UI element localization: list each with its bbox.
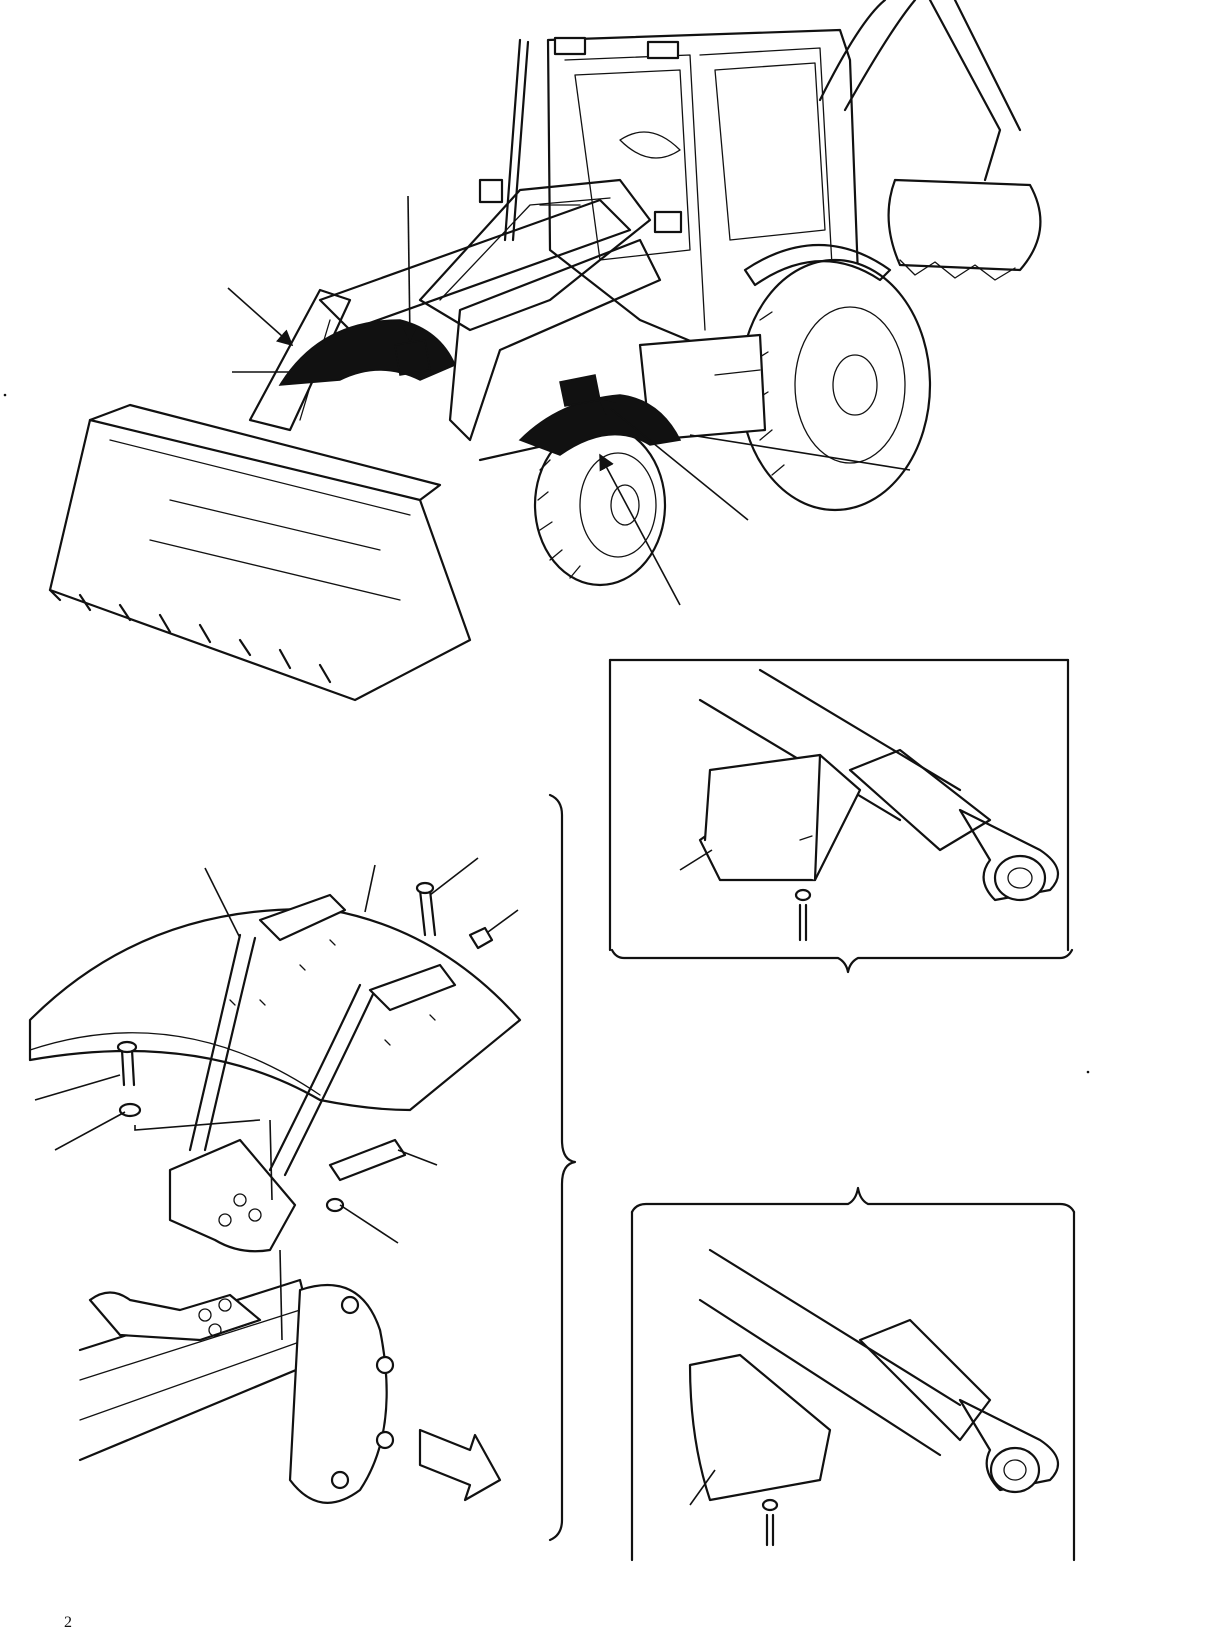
direction-arrow-icon bbox=[418, 1428, 502, 1502]
cylinder-guard-highlight bbox=[394, 339, 431, 376]
fasteners bbox=[116, 881, 494, 1213]
axle-hub bbox=[78, 1278, 395, 1504]
cylinder-guard-highlight-right bbox=[559, 374, 601, 407]
steering-wheel-icon bbox=[619, 131, 681, 159]
front-fender-highlight bbox=[278, 319, 456, 386]
rear-cylinder-guard-view bbox=[630, 1186, 1076, 1562]
brace-bottom bbox=[610, 948, 1074, 974]
brace-left bbox=[548, 793, 577, 1542]
rear-bucket bbox=[887, 178, 1042, 272]
steering-arm bbox=[88, 1291, 262, 1342]
work-light-icon bbox=[646, 40, 680, 60]
bolt-icon bbox=[798, 903, 808, 942]
leader-lines bbox=[34, 857, 519, 1341]
highlighted-parts bbox=[278, 319, 682, 456]
fender-assembly bbox=[28, 793, 577, 1542]
brace-top bbox=[630, 1186, 1076, 1214]
bolt-icon bbox=[765, 1513, 775, 1547]
nut-icon bbox=[325, 1197, 345, 1213]
front-fender-highlight-right bbox=[518, 394, 682, 456]
bolt-icon bbox=[120, 1048, 136, 1087]
page-number: 2 bbox=[64, 1614, 72, 1631]
fender-bracket bbox=[168, 1138, 297, 1253]
washer-icon bbox=[761, 1498, 779, 1512]
front-bucket bbox=[48, 403, 472, 702]
work-light-icon bbox=[553, 36, 587, 56]
machine-overview bbox=[48, 0, 1042, 702]
front-cylinder-guard-view bbox=[608, 658, 1074, 974]
nut-icon bbox=[468, 926, 494, 950]
leader-lines bbox=[227, 195, 911, 606]
bolt-icon bbox=[418, 888, 437, 937]
cab bbox=[478, 28, 862, 347]
rear-fender bbox=[743, 244, 892, 287]
clamp-plate bbox=[328, 1138, 407, 1182]
rear-wheel bbox=[738, 244, 932, 512]
washer-icon bbox=[118, 1102, 142, 1118]
backhoe-arm bbox=[818, 0, 1042, 281]
engine-hood bbox=[418, 178, 652, 332]
washer-icon bbox=[794, 888, 812, 902]
mirror-icon bbox=[478, 178, 504, 204]
fender bbox=[28, 908, 522, 1112]
work-light-icon bbox=[653, 210, 683, 234]
